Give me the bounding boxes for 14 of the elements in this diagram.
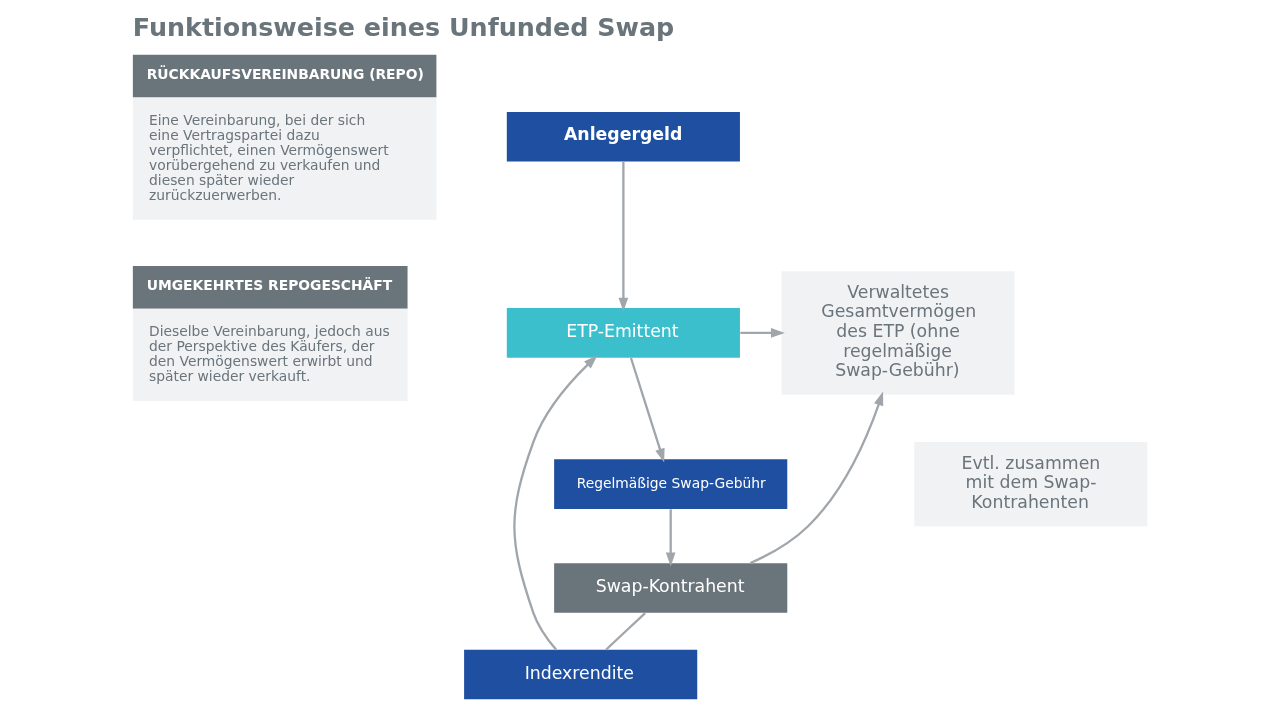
arrow [629, 357, 665, 463]
diagram-title: Funktionsweise eines Unfunded Swap [132, 12, 674, 43]
node-box: Anlegergeld [506, 111, 740, 162]
node-box: Verwaltetes Gesamtvermögen des ETP (ohne regelmäßige Swap-Gebühr) [781, 271, 1015, 395]
arrow [665, 509, 676, 567]
node-box: ETP-Emittent [506, 308, 740, 358]
connector [604, 612, 646, 651]
arrow [512, 355, 597, 651]
arrow [739, 328, 785, 338]
arrow [618, 161, 628, 312]
node-box: Swap-Kontrahent [553, 563, 787, 613]
node-box: Regelmäßige Swap-Gebühr [553, 459, 787, 509]
node-box: Indexrendite [463, 649, 697, 700]
arrow [749, 391, 883, 565]
